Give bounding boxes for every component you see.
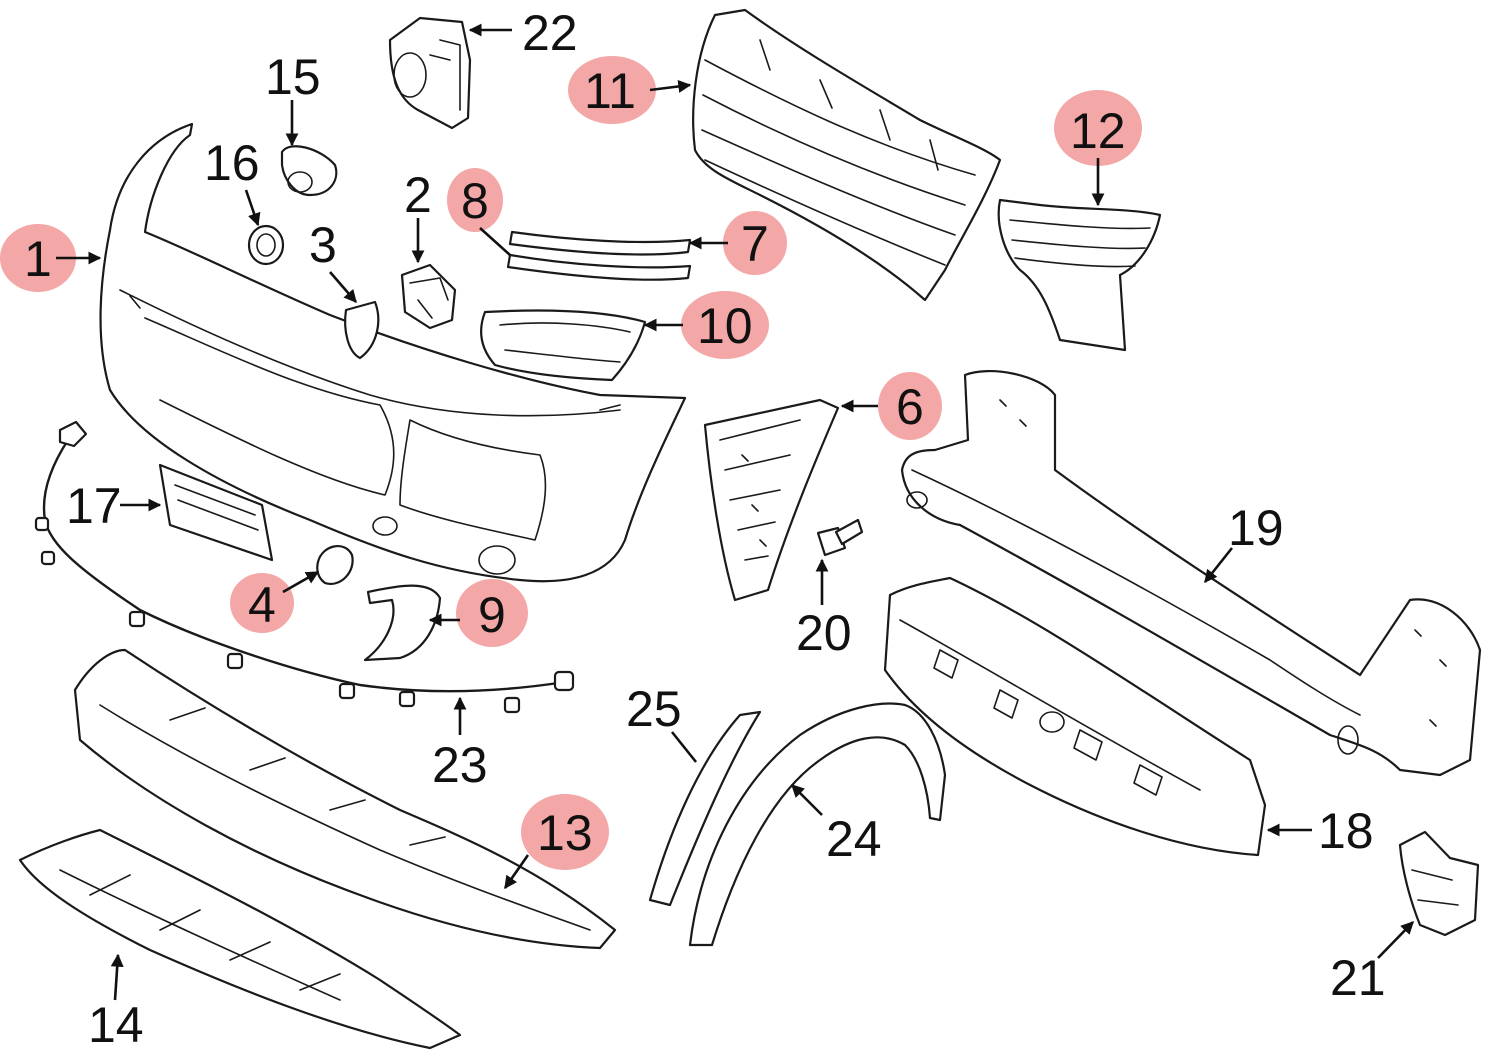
callout-19: 19 — [1228, 500, 1284, 556]
leader-8 — [479, 227, 511, 256]
part-10-lamp-bezel — [480, 309, 647, 382]
callout-6: 6 — [896, 379, 924, 435]
leader-lines — [56, 23, 1414, 1001]
part-15-sensor — [280, 145, 338, 197]
part-3-cap — [344, 300, 380, 360]
callout-10: 10 — [697, 298, 753, 354]
callout-1: 1 — [24, 231, 52, 287]
leader-25 — [670, 731, 698, 763]
leader-13 — [503, 854, 530, 890]
leader-19 — [1203, 547, 1234, 584]
leader-24 — [791, 784, 823, 816]
part-19-beam — [900, 369, 1482, 777]
part-6-side-bracket — [703, 398, 840, 602]
part-9-trim — [363, 584, 442, 662]
part-13-lower-deflector — [73, 648, 617, 950]
callout-23: 23 — [432, 737, 488, 793]
highlight-6 — [878, 372, 942, 440]
leader-16 — [244, 189, 261, 227]
part-22-sensor-housing — [388, 16, 472, 130]
part-18-absorber — [883, 576, 1267, 857]
part-24-wheel-arch — [688, 702, 947, 947]
highlight-7 — [723, 211, 787, 275]
part-4-tow-cover — [316, 545, 354, 586]
part-20-bolt — [816, 518, 864, 557]
part-23-harness — [34, 420, 575, 714]
highlight-4 — [230, 573, 294, 633]
part-7-upper-strip — [508, 230, 692, 256]
highlight-8 — [447, 168, 503, 232]
part-21-bracket — [1398, 830, 1480, 937]
callout-4: 4 — [248, 577, 276, 633]
callout-21: 21 — [1330, 950, 1386, 1006]
leader-11 — [649, 80, 692, 93]
part-11-grille — [692, 8, 1002, 302]
callout-14: 14 — [88, 997, 144, 1053]
leader-14 — [110, 953, 124, 1001]
callout-22: 22 — [522, 5, 578, 61]
callout-18: 18 — [1318, 803, 1374, 859]
callout-3: 3 — [309, 217, 337, 273]
highlight-9 — [456, 579, 528, 647]
part-1-bumper-cover — [99, 122, 687, 583]
part-12-side-grille — [997, 198, 1162, 352]
leader-21 — [1377, 921, 1414, 959]
highlight-12 — [1054, 90, 1142, 166]
callout-12: 12 — [1070, 103, 1126, 159]
callout-24: 24 — [826, 811, 882, 867]
callout-labels: 1 2 3 4 6 7 8 9 10 11 12 13 14 15 16 17 … — [24, 5, 1386, 1053]
highlight-13 — [521, 794, 609, 870]
part-2-bracket — [400, 263, 457, 330]
callout-15: 15 — [265, 49, 321, 105]
callout-17: 17 — [66, 478, 122, 534]
leader-4 — [282, 570, 320, 594]
callout-25: 25 — [626, 681, 682, 737]
callout-13: 13 — [537, 805, 593, 861]
callout-20: 20 — [796, 605, 852, 661]
highlight-11 — [568, 56, 656, 124]
callout-16: 16 — [204, 135, 260, 191]
callout-9: 9 — [478, 587, 506, 643]
highlight-1 — [0, 224, 76, 292]
leader-3 — [329, 271, 357, 303]
highlight-layer — [0, 56, 1142, 870]
part-8-lower-strip — [506, 253, 692, 281]
highlight-10 — [681, 291, 769, 359]
callout-2: 2 — [404, 167, 432, 223]
part-17-plate-bracket — [158, 463, 274, 562]
callout-11: 11 — [584, 63, 636, 119]
callout-8: 8 — [461, 173, 489, 229]
part-14-undercover — [18, 828, 462, 1050]
part-16-ring — [247, 224, 285, 266]
callout-7: 7 — [741, 216, 769, 272]
part-25-arch-trim — [648, 710, 762, 907]
